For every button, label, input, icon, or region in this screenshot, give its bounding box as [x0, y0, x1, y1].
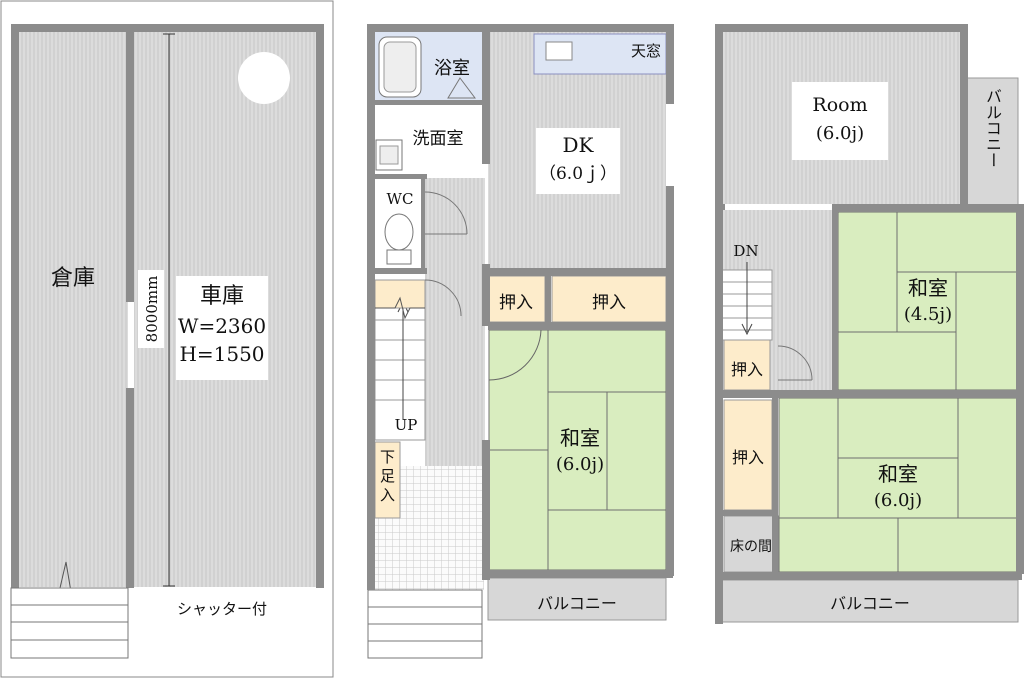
- dn-label: DN: [733, 242, 759, 260]
- closet-2f-a-label: 押入: [499, 293, 533, 313]
- up-label: UP: [394, 416, 418, 434]
- washitsu-2f-name: 和室: [560, 426, 600, 450]
- washitsu-2f-label: 和室 (6.0j): [550, 424, 610, 478]
- washitsu-2f-size: (6.0j): [555, 454, 605, 475]
- closet-3f-a-label: 押入: [730, 360, 763, 379]
- washitsu-3f-b-size: (6.0j): [873, 490, 923, 511]
- dimension-label: 8000mm: [143, 276, 161, 343]
- dk-size: （6.0ｊ）: [538, 164, 618, 184]
- entrance-steps: [10, 587, 129, 659]
- room-size: (6.0j): [815, 123, 865, 144]
- shoe-cabinet: [374, 441, 401, 519]
- balcony-3f: [721, 579, 1019, 623]
- shoe-label: 下足入: [379, 448, 395, 504]
- floor1-plan: 倉庫 8000mm シャッター付: [0, 0, 334, 678]
- washitsu-3f-b-label: 和室 (6.0j): [866, 460, 930, 514]
- garage-width: W=2360: [177, 314, 267, 338]
- washitsu-3f-a-name: 和室: [908, 276, 948, 300]
- tokonoma-label: 床の間: [730, 539, 772, 555]
- side-balcony-label: バルコニー: [983, 88, 1002, 168]
- closet-3f-a: [723, 339, 771, 391]
- garage-height: H=1550: [179, 342, 265, 366]
- closet-2f-b-label: 押入: [592, 293, 626, 313]
- room-label-box: Room (6.0j): [792, 82, 888, 160]
- washroom-label: 洗面室: [405, 124, 471, 149]
- washitsu-3f-a: [838, 212, 1018, 390]
- wc-label: WC: [386, 190, 414, 208]
- balcony-2f-label: バルコニー: [537, 594, 617, 613]
- closet-3f-b-label: 押入: [731, 448, 764, 467]
- dk-name: DK: [562, 133, 594, 157]
- floor2-plan: [367, 24, 674, 659]
- skylight-label: 天窓: [630, 42, 661, 60]
- storage-room: [18, 31, 128, 587]
- washitsu-3f-a-label: 和室 (4.5j): [896, 274, 960, 328]
- dk-label-box: DK （6.0ｊ）: [536, 128, 620, 194]
- balcony-3f-label: バルコニー: [830, 594, 910, 613]
- room-name: Room: [812, 94, 868, 116]
- garage-label-box: 車庫 W=2360 H=1550: [176, 276, 268, 380]
- shutter-label: シャッター付: [177, 600, 267, 618]
- washitsu-3f-b-name: 和室: [878, 462, 918, 486]
- garage-circle: [238, 52, 290, 104]
- washitsu-3f-a-size: (4.5j): [903, 304, 953, 325]
- floor3-plan: [715, 24, 1024, 624]
- balcony-2f: [487, 577, 667, 621]
- hall-2f: [425, 178, 485, 478]
- storage-label: 倉庫: [51, 266, 95, 291]
- bath-label: 浴室: [434, 58, 470, 79]
- garage-title: 車庫: [199, 284, 244, 309]
